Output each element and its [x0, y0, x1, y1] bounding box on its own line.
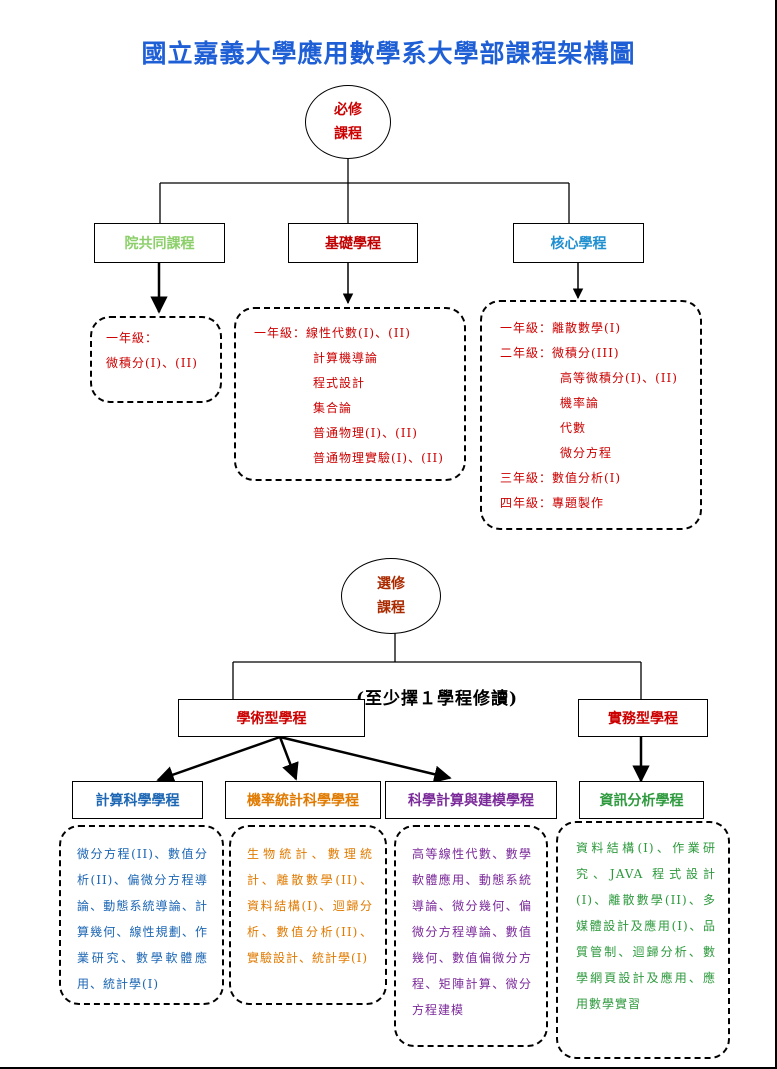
foundation-course-row: 普通物理實驗(I)、(II) [254, 446, 464, 471]
core-course-row: 微分方程 [500, 441, 700, 466]
common-course-row: 微積分(I)、(II) [106, 356, 198, 370]
core-course-row: 一年級：離散數學(I) [500, 321, 622, 335]
foundation-course-text: 普通物理(I)、(II) [313, 426, 418, 440]
information-analysis-courses: 資料結構(I)、作業研究、JAVA 程式設計(I)、離散數學(II)、多媒體設計… [576, 841, 716, 1011]
core-course-text: 代數 [560, 421, 587, 435]
core-program-box: 核心學程 [513, 223, 644, 263]
foundation-course-row: 計算機導論 [254, 346, 464, 371]
foundation-course-list: 一年級：線性代數(I)、(II) 計算機導論 程式設計 集合論 普通物理(I)、… [234, 307, 466, 481]
common-course-list: 一年級： 微積分(I)、(II) [90, 316, 222, 403]
probability-statistics-course-list: 生物統計、數理統計、離散數學(II)、資料結構(I)、迴歸分析、數值分析(II)… [229, 825, 387, 1005]
required-node-line2: 課程 [334, 126, 362, 142]
foundation-course-row: 集合論 [254, 396, 464, 421]
foundation-course-row: 一年級：線性代數(I)、(II) [254, 326, 411, 340]
core-course-row: 機率論 [500, 391, 700, 416]
elective-node: 選修 課程 [341, 558, 441, 634]
foundation-program-box: 基礎學程 [288, 223, 418, 263]
common-course-row: 一年級： [106, 331, 159, 345]
core-course-row: 高等微積分(I)、(II) [500, 366, 700, 391]
elective-requirement-note: (至少擇１學程修讀) [356, 689, 519, 709]
core-course-text: 微分方程 [560, 446, 613, 460]
foundation-course-text: 計算機導論 [313, 351, 379, 365]
probability-statistics-courses: 生物統計、數理統計、離散數學(II)、資料結構(I)、迴歸分析、數值分析(II)… [247, 847, 373, 965]
arrow-comp [156, 735, 281, 784]
computational-science-program-box: 計算科學學程 [72, 781, 203, 819]
elective-node-line2: 課程 [377, 600, 405, 616]
core-course-text: 高等微積分(I)、(II) [560, 371, 678, 385]
core-course-text: 機率論 [560, 396, 600, 410]
practical-type-box: 實務型學程 [578, 699, 708, 737]
core-course-row: 二年級：微積分(III) [500, 346, 620, 360]
arrow-model [279, 735, 452, 783]
computational-science-courses: 微分方程(II)、數值分析(II)、偏微分方程導論、動態系統導論、計算幾何、線性… [77, 847, 208, 991]
core-course-row: 四年級：專題製作 [500, 496, 605, 510]
core-course-row: 三年級：數值分析(I) [500, 471, 622, 485]
information-analysis-course-list: 資料結構(I)、作業研究、JAVA 程式設計(I)、離散數學(II)、多媒體設計… [556, 821, 730, 1059]
probability-statistics-program-box: 機率統計科學學程 [225, 781, 381, 819]
foundation-course-text: 普通物理實驗(I)、(II) [313, 451, 444, 465]
foundation-course-row: 普通物理(I)、(II) [254, 421, 464, 446]
academic-type-box: 學術型學程 [178, 699, 365, 737]
required-node: 必修 課程 [305, 85, 391, 159]
common-program-box: 院共同課程 [94, 223, 225, 263]
core-course-row: 代數 [500, 416, 700, 441]
scientific-computing-modeling-courses: 高等線性代數、數學軟體應用、動態系統導論、微分幾何、偏微分方程導論、數值幾何、數… [412, 847, 532, 1017]
page-border-bottom [0, 1067, 777, 1069]
information-analysis-program-box: 資訊分析學程 [579, 781, 704, 819]
foundation-course-text: 程式設計 [313, 376, 366, 390]
arrow-stat [278, 736, 299, 781]
required-node-line1: 必修 [334, 102, 362, 118]
scientific-computing-modeling-course-list: 高等線性代數、數學軟體應用、動態系統導論、微分幾何、偏微分方程導論、數值幾何、數… [394, 825, 548, 1047]
computational-science-course-list: 微分方程(II)、數值分析(II)、偏微分方程導論、動態系統導論、計算幾何、線性… [59, 825, 224, 1005]
page-title: 國立嘉義大學應用數學系大學部課程架構圖 [141, 39, 636, 68]
foundation-course-row: 程式設計 [254, 371, 464, 396]
scientific-computing-modeling-program-box: 科學計算與建模學程 [385, 781, 557, 819]
foundation-course-text: 集合論 [313, 401, 353, 415]
elective-node-line1: 選修 [377, 576, 405, 592]
page-border-right [775, 0, 777, 1069]
core-course-list: 一年級：離散數學(I) 二年級：微積分(III) 高等微積分(I)、(II) 機… [480, 300, 702, 530]
